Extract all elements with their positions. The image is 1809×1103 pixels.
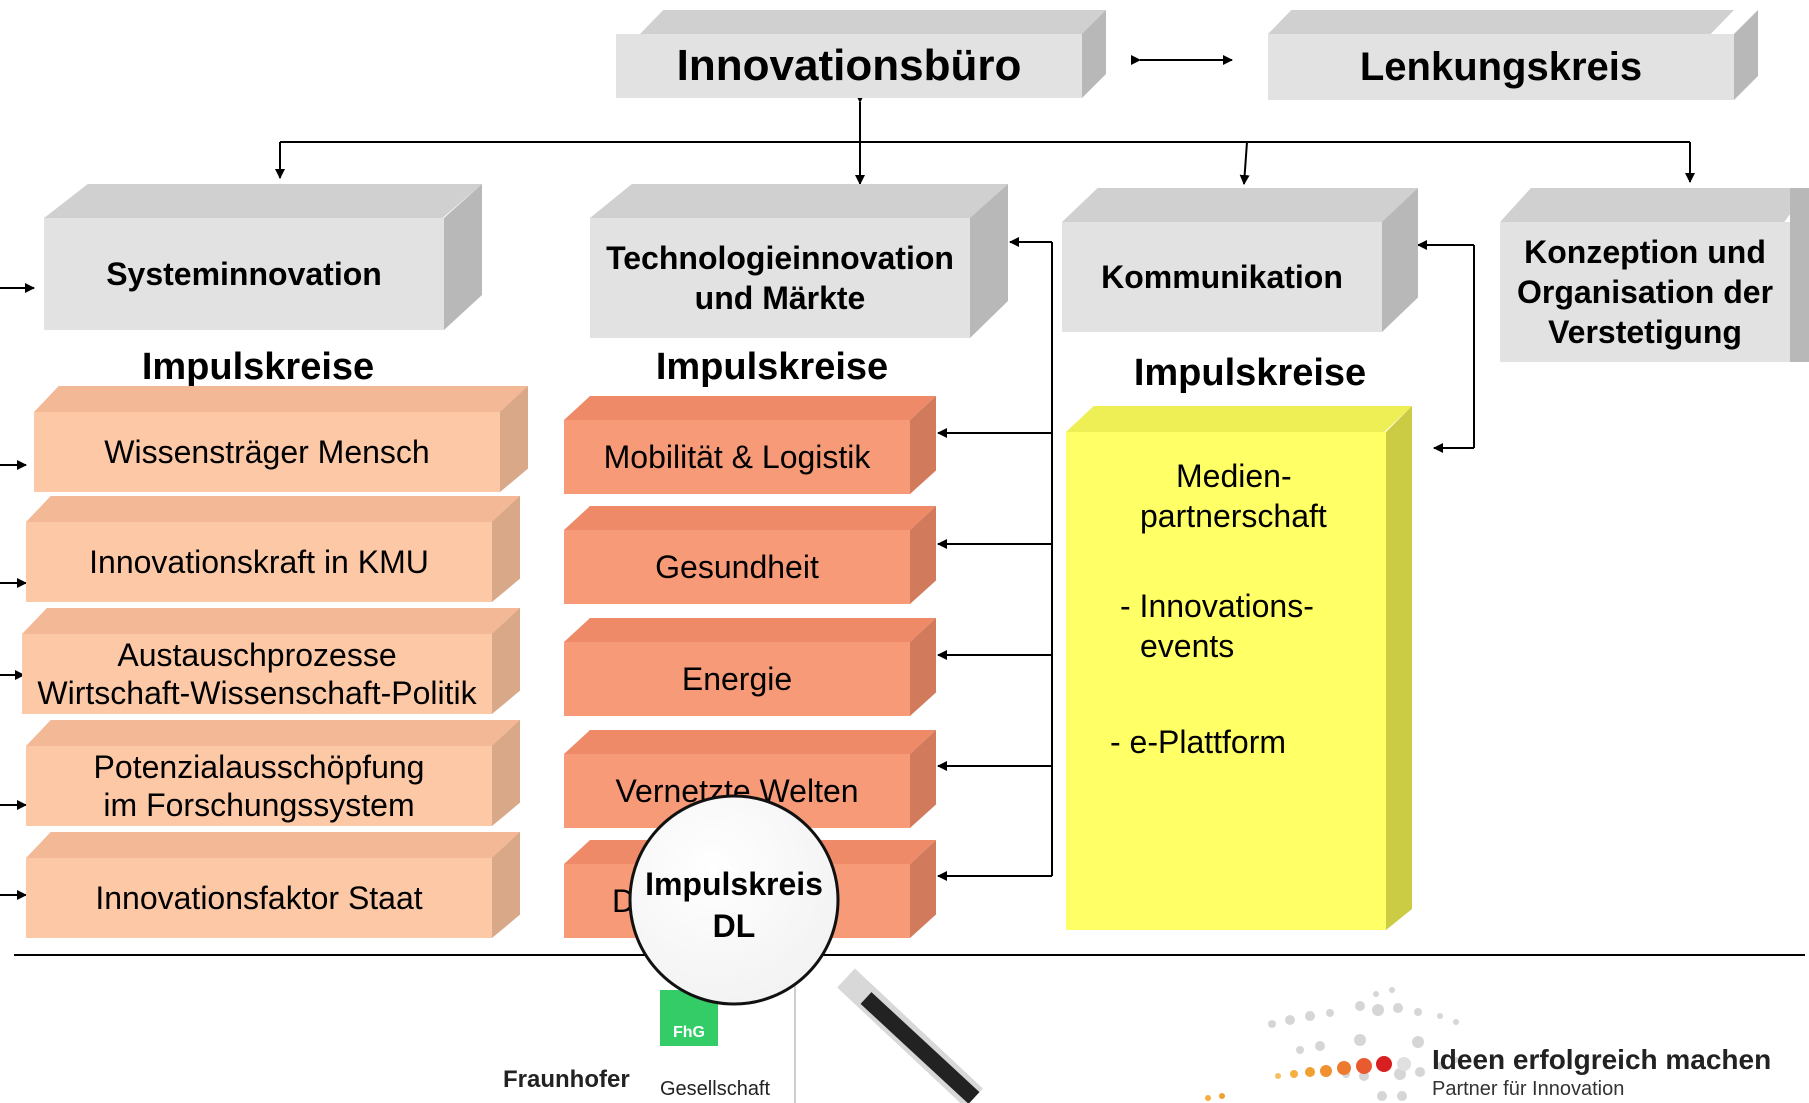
technology-innovation-label-line1: Technologieinnovation: [606, 240, 954, 276]
impulse-circles-heading-technology: Impulskreise: [655, 346, 889, 388]
innovation-events-line2: events: [1140, 628, 1235, 664]
communication-impulse-panel: Medien- partnerschaft - Innovations- eve…: [1066, 406, 1412, 930]
impulse-circle-technology: Gesundheit: [564, 506, 936, 604]
communication-box: Kommunikation: [1062, 188, 1418, 332]
magnifier-label-line1: Impulskreis: [645, 866, 823, 902]
impulse-circle-label: Wissensträger Mensch: [104, 433, 430, 470]
impulse-circle-label: Innovationskraft in KMU: [89, 543, 429, 580]
concept-organisation-box: Konzeption und Organisation der Versteti…: [1500, 188, 1809, 362]
impulse-circle-label-line2: Wirtschaft-Wissenschaft-Politik: [37, 675, 477, 711]
impulse-circles-heading-system: Impulskreise: [141, 346, 375, 388]
e-platform-item: - e-Plattform: [1110, 724, 1287, 760]
fraunhofer-name: Fraunhofer: [503, 1066, 630, 1093]
innovation-office-box: Innovationsbüro: [616, 10, 1106, 98]
impulse-circle-system: Potenzialausschöpfung im Forschungssyste…: [26, 720, 520, 826]
system-innovation-label: Systeminnovation: [106, 255, 382, 292]
system-innovation-box: Systeminnovation: [44, 184, 482, 330]
media-partnership-line2: partnerschaft: [1140, 498, 1327, 534]
impulse-circle-system: Innovationskraft in KMU: [26, 496, 520, 602]
concept-label-line1: Konzeption und: [1524, 234, 1766, 270]
impulse-circle-system: Austauschprozesse Wirtschaft-Wissenschaf…: [22, 608, 520, 714]
impulse-circle-technology: Energie: [564, 618, 936, 716]
communication-label: Kommunikation: [1101, 258, 1343, 295]
impulse-circle-system: Wissensträger Mensch: [34, 386, 528, 492]
concept-label-line3: Verstetigung: [1548, 314, 1742, 350]
innovation-office-label: Innovationsbüro: [676, 41, 1022, 90]
partner-subline: Partner für Innovation: [1432, 1078, 1625, 1100]
magnifier-label-line2: DL: [712, 908, 756, 944]
impulse-circles-heading-communication: Impulskreise: [1133, 352, 1367, 394]
media-partnership-line1: Medien-: [1176, 458, 1292, 494]
partner-tagline: Ideen erfolgreich machen: [1432, 1044, 1772, 1075]
fraunhofer-suffix: Gesellschaft: [660, 1078, 771, 1100]
impulse-circle-system: Innovationsfaktor Staat: [26, 832, 520, 938]
steering-committee-box: Lenkungskreis: [1268, 10, 1758, 100]
impulse-circle-label: Mobilität & Logistik: [603, 438, 871, 475]
impulse-circle-label-line1: Potenzialausschöpfung: [93, 749, 425, 785]
technology-innovation-label-line2: und Märkte: [694, 280, 866, 316]
footer-divider: [794, 968, 796, 1103]
impulse-circle-technology: Mobilität & Logistik: [564, 396, 936, 494]
impulse-circle-label-line2: im Forschungssystem: [103, 787, 415, 823]
innovation-events-line1: - Innovations-: [1120, 588, 1314, 624]
impulse-circle-label: Gesundheit: [655, 548, 819, 585]
impulse-circle-label: Innovationsfaktor Staat: [95, 879, 423, 916]
technology-innovation-box: Technologieinnovation und Märkte: [590, 184, 1008, 338]
impulse-circle-label-line1: Austauschprozesse: [117, 637, 397, 673]
concept-label-line2: Organisation der: [1516, 274, 1774, 310]
steering-committee-label: Lenkungskreis: [1359, 44, 1643, 89]
impulse-circle-label: Energie: [681, 660, 793, 697]
fraunhofer-logo-text: FhG: [673, 1024, 705, 1041]
